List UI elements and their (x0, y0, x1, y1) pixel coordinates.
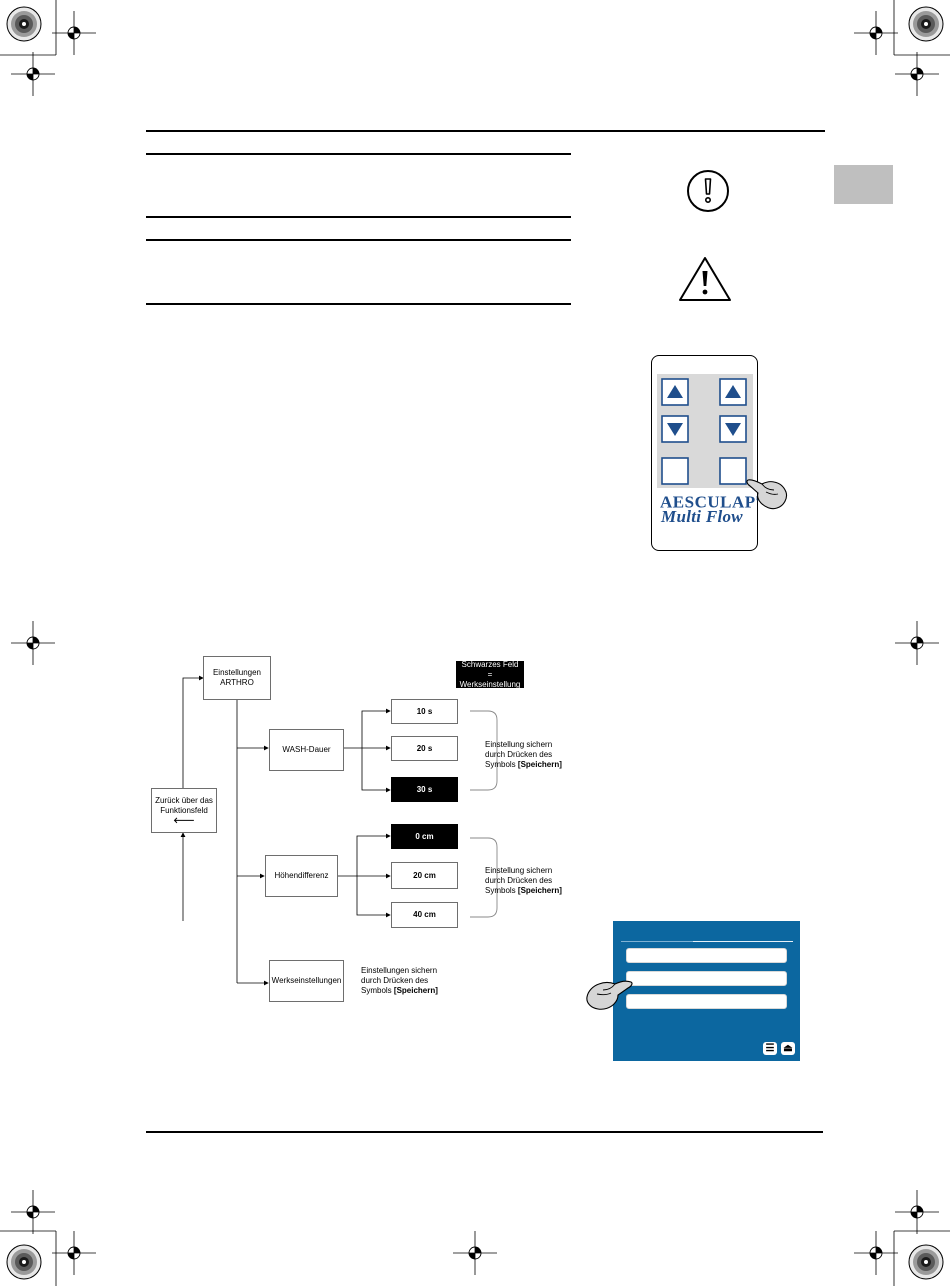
pointing-hand-icon (746, 479, 788, 510)
note-hd-line3: Symbols [Speichern] (485, 886, 562, 896)
note-hd-line1: Einstellung sichern (485, 866, 553, 875)
legend-black-field: Schwarzes Feld = Werkseinstellung (456, 659, 524, 689)
brand-name: AESCULAP (660, 492, 756, 512)
note-hd-speichern: Einstellung sichern durch Drücken des Sy… (485, 866, 562, 896)
note-wash-line2: durch Drücken des (485, 750, 553, 759)
save-icon[interactable]: ☰ (763, 1042, 777, 1055)
box-werkseinstellungen: Werkseinstellungen (269, 960, 344, 1002)
screen-menu-field-1[interactable] (626, 948, 787, 963)
warning-rule-2 (146, 303, 571, 305)
box-wash-10s: 10 s (391, 699, 458, 724)
note-hd-bold: [Speichern] (517, 886, 562, 895)
screen-menu-field-3[interactable] (626, 994, 787, 1009)
back-arrow-icon: 🡐 (173, 815, 195, 825)
box-zurueck: Zurück über das Funktionsfeld 🡐 (151, 788, 217, 833)
note-werk-line2: durch Drücken des (361, 976, 429, 985)
zurueck-line1: Zurück über das (155, 795, 213, 805)
note-hd-prefix: Symbols (485, 886, 518, 895)
language-tab (834, 165, 893, 204)
box-hd-40cm: 40 cm (391, 902, 458, 928)
note-wash-speichern: Einstellung sichern durch Drücken des Sy… (485, 740, 562, 770)
box-einstellungen-arthro: Einstellungen ARTHRO (203, 656, 271, 700)
zurueck-line2: Funktionsfeld (160, 805, 208, 815)
box-wash-dauer: WASH-Dauer (269, 729, 344, 771)
remote-buttons (661, 378, 747, 485)
note-hd-line2: durch Drücken des (485, 876, 553, 885)
zurueck-line2-wrap: Funktionsfeld 🡐 (155, 806, 213, 826)
box-hd-0cm: 0 cm (391, 824, 458, 849)
notice-rule-2 (146, 216, 571, 218)
legend-line2: Werkseinstellung (459, 679, 521, 689)
notice-exclamation-icon (687, 170, 729, 212)
footer-rule (146, 1131, 823, 1133)
legend-line1: Schwarzes Feld = (461, 659, 519, 679)
warning-rule-1 (146, 239, 571, 241)
note-werk-bold: [Speichern] (393, 986, 438, 995)
home-icon[interactable]: ⏏ (781, 1042, 795, 1055)
box-wash-30s: 30 s (391, 777, 458, 802)
notice-rule-1 (146, 153, 571, 155)
note-werk-line3: Symbols [Speichern] (361, 986, 438, 996)
note-wash-prefix: Symbols (485, 760, 518, 769)
note-wash-line3: Symbols [Speichern] (485, 760, 562, 770)
screen-menu-field-2[interactable] (626, 971, 787, 986)
screen-divider-highlight (693, 941, 793, 942)
device-screen: ☰ ⏏ (613, 921, 800, 1061)
note-werk-line1: Einstellungen sichern (361, 966, 438, 975)
box-hoehendifferenz: Höhendifferenz (265, 855, 338, 897)
header-rule (146, 130, 825, 132)
box-hd-20cm: 20 cm (391, 862, 458, 889)
box-wash-20s: 20 s (391, 736, 458, 761)
warning-triangle-icon (679, 257, 731, 301)
note-wash-bold: [Speichern] (517, 760, 562, 769)
remote-product-logo: Multi Flow (661, 507, 743, 526)
touching-hand-icon (586, 980, 633, 1010)
note-wash-line1: Einstellung sichern (485, 740, 553, 749)
note-werk-speichern: Einstellungen sichern durch Drücken des … (361, 966, 438, 996)
note-werk-prefix: Symbols (361, 986, 394, 995)
